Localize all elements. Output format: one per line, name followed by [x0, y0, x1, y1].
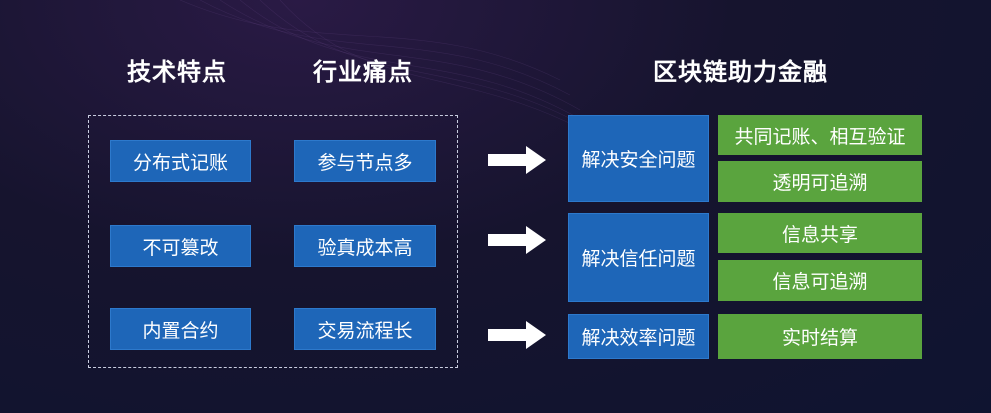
detail-box-joint-ledger: 共同记账、相互验证	[718, 115, 922, 155]
heading-tech-features: 技术特点	[127, 58, 227, 86]
heading-blockchain-finance: 区块链助力金融	[653, 58, 828, 86]
detail-box-info-sharing: 信息共享	[718, 213, 922, 253]
feature-pain-frame	[88, 115, 458, 368]
pain-box-high-verify-cost: 验真成本高	[294, 225, 436, 267]
right-arrow-icon	[488, 226, 546, 254]
detail-box-traceable: 透明可追溯	[718, 161, 922, 202]
heading-industry-pain: 行业痛点	[313, 58, 413, 86]
detail-box-realtime-settlement: 实时结算	[718, 314, 922, 359]
feature-box-tamper-proof: 不可篡改	[110, 225, 251, 267]
feature-box-smart-contract: 内置合约	[110, 308, 251, 350]
pain-box-long-process: 交易流程长	[294, 308, 436, 350]
right-arrow-icon	[488, 146, 546, 174]
solution-box-security: 解决安全问题	[568, 115, 709, 202]
solution-box-efficiency: 解决效率问题	[568, 314, 709, 359]
solution-box-trust: 解决信任问题	[568, 213, 709, 302]
feature-box-distributed-ledger: 分布式记账	[110, 140, 251, 182]
pain-box-many-nodes: 参与节点多	[294, 140, 436, 182]
right-arrow-icon	[488, 321, 546, 349]
detail-box-info-traceable: 信息可追溯	[718, 260, 922, 301]
